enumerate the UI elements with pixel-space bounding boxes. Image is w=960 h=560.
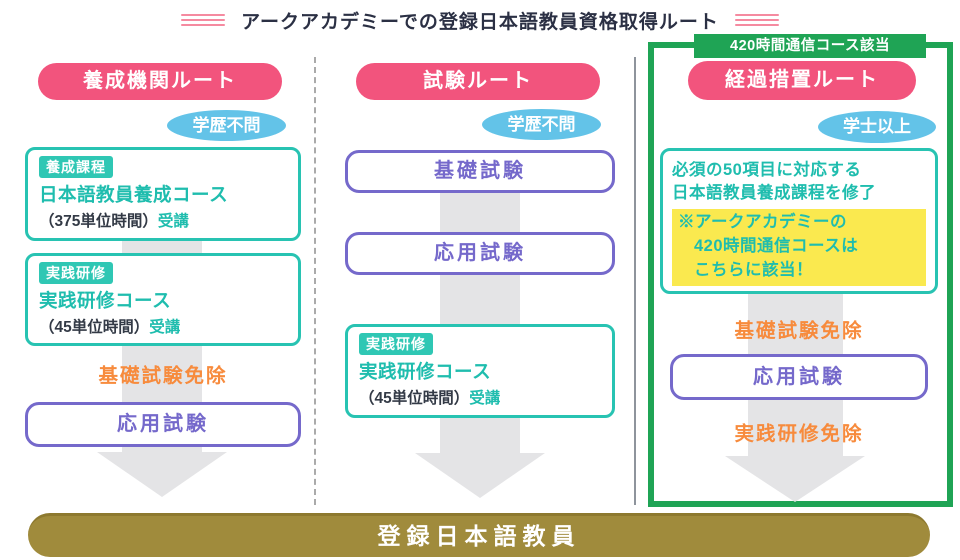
course-hours: （45単位時間） xyxy=(359,390,470,407)
course-tag: 実践研修 xyxy=(39,262,113,284)
course-name: 実践研修コース xyxy=(359,361,492,382)
note-line: 420時間通信コースは xyxy=(694,236,859,255)
flow-arrow-head-icon xyxy=(725,456,865,502)
header: アークアカデミーでの登録日本語教員資格取得ルート xyxy=(0,4,960,36)
course-detail: （45単位時間）受講 xyxy=(359,386,601,408)
column-divider-dashed xyxy=(314,57,316,505)
course-tag: 養成課程 xyxy=(39,156,113,178)
transitional-route-tag: 420時間通信コース該当 xyxy=(694,34,926,58)
course-name: 実践研修コース xyxy=(39,290,172,311)
title-accent-lines-left-icon xyxy=(181,14,226,26)
course-box-training-course: 養成課程 日本語教員養成コース （375単位時間）受講 xyxy=(25,147,301,241)
page-title: アークアカデミーでの登録日本語教員資格取得ルート xyxy=(241,11,719,33)
exemption-label-practical-training: 実践研修免除 xyxy=(734,423,864,445)
route-header-exam: 試験ルート xyxy=(356,63,600,100)
course-detail: （375単位時間）受講 xyxy=(39,209,287,231)
course-hours: （45単位時間） xyxy=(39,319,150,336)
column-divider-solid xyxy=(634,57,636,505)
course-attend: 受講 xyxy=(149,319,181,336)
course-hours: （375単位時間） xyxy=(39,213,158,230)
title-accent-lines-right-icon xyxy=(734,14,779,26)
note-line: こちらに該当！ xyxy=(694,260,813,279)
exam-box-basic: 基礎試験 xyxy=(345,150,615,193)
flow-arrow-head-icon xyxy=(415,453,545,498)
course-attend: 受講 xyxy=(157,213,189,230)
exemption-label-basic-exam: 基礎試験免除 xyxy=(734,320,864,342)
badge-education-exam: 学歴不問 xyxy=(482,109,601,140)
route-header-training: 養成機関ルート xyxy=(38,63,282,100)
requirement-box-transitional: 必須の50項目に対応する 日本語教員養成課程を修了 ※アークアカデミーの 420… xyxy=(660,148,938,294)
course-box-practical-training: 実践研修 実践研修コース （45単位時間）受講 xyxy=(25,253,301,346)
exam-box-applied: 応用試験 xyxy=(25,402,301,447)
course-attend: 受講 xyxy=(469,390,501,407)
highlight-note: ※アークアカデミーの 420時間通信コースは こちらに該当！ xyxy=(672,208,926,286)
flow-arrow-head-icon xyxy=(97,452,227,497)
course-tag: 実践研修 xyxy=(359,333,433,355)
badge-education-transitional: 学士以上 xyxy=(818,111,936,143)
exemption-label-basic-exam: 基礎試験免除 xyxy=(98,365,228,387)
course-box-practical-training: 実践研修 実践研修コース （45単位時間）受講 xyxy=(345,324,615,418)
goal-banner: 登録日本語教員 xyxy=(28,513,930,557)
requirement-line: 日本語教員養成課程を修了 xyxy=(672,184,876,203)
badge-education-training: 学歴不問 xyxy=(167,110,286,141)
requirement-line: 必須の50項目に対応する xyxy=(672,161,862,179)
note-line: ※アークアカデミーの xyxy=(678,212,848,231)
exam-box-applied: 応用試験 xyxy=(345,232,615,275)
route-header-transitional: 経過措置ルート xyxy=(688,61,916,100)
course-detail: （45単位時間）受講 xyxy=(39,315,287,337)
course-name: 日本語教員養成コース xyxy=(39,184,229,205)
exam-box-applied: 応用試験 xyxy=(670,354,928,400)
